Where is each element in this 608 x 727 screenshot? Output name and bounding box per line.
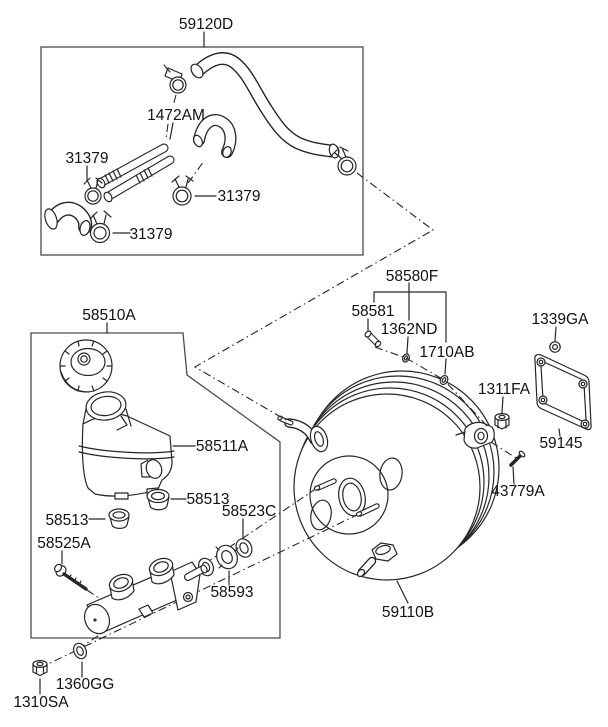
part-label-59145: 59145: [539, 435, 582, 452]
vacuum-hose-59120D-drawing: [190, 52, 340, 159]
part-label-58511A: 58511A: [196, 438, 249, 455]
part-label-59110B: 59110B: [382, 604, 434, 621]
clamp-spring-bottom: [89, 210, 112, 244]
reservoir-body-58511A-drawing: [78, 391, 175, 500]
part-label-58513-right: 58513: [186, 491, 229, 508]
clamp-spring-middle: [171, 175, 194, 206]
label-leader-lines: [39, 31, 561, 695]
booster-fork-bracket: [455, 421, 495, 449]
part-label-1311FA: 1311FA: [478, 381, 531, 398]
clamp-spring-left: [83, 177, 103, 205]
routing-leader-lines: [165, 94, 517, 459]
part-label-58525A: 58525A: [37, 535, 91, 552]
flange-nut-1310SA-drawing: [32, 659, 48, 677]
reservoir-bolt-58525A-drawing: [53, 563, 88, 591]
part-label-58513-left: 58513: [45, 512, 88, 529]
booster-face-circle: [309, 455, 389, 535]
master-cylinder: [83, 557, 208, 635]
part-label-1310SA: 1310SA: [13, 694, 69, 711]
mounting-plate-59145-drawing: [534, 353, 592, 431]
part-label-1362ND: 1362ND: [381, 321, 438, 338]
elbow-connector: [192, 114, 237, 158]
part-label-1710AB: 1710AB: [419, 344, 474, 361]
part-label-58580F: 58580F: [386, 268, 439, 285]
part-label-31379-bottom: 31379: [129, 226, 172, 243]
mounting-grommet-1339GA-drawing: [549, 341, 561, 353]
part-label-1339GA: 1339GA: [532, 311, 590, 328]
pipe-assembly: [96, 143, 175, 203]
grommet-58513-left-drawing: [108, 508, 130, 529]
brake-booster-59110B-drawing: [293, 370, 500, 581]
rod-ring-1362ND-drawing: [401, 353, 411, 363]
bracket-nut-1311FA-drawing: [494, 412, 510, 430]
clamp-spring-hose-end: [329, 146, 357, 176]
part-label-58593: 58593: [210, 584, 253, 601]
operating-rod-pin-58581-drawing: [364, 330, 382, 348]
reservoir-cap: [59, 339, 113, 393]
part-label-1472AM: 1472AM: [147, 107, 205, 124]
hose-assembly-group-box: [40, 46, 364, 256]
bracket-pin-43779A-drawing: [509, 450, 526, 467]
part-label-59120D: 59120D: [179, 16, 233, 33]
bent-hose: [44, 201, 93, 236]
part-label-31379-middle: 31379: [217, 188, 260, 205]
seal-ring-58523C-drawing: [235, 538, 253, 558]
part-label-58581: 58581: [351, 303, 394, 320]
part-label-1360GG: 1360GG: [56, 676, 115, 693]
booster-check-valve-boss: [356, 542, 398, 578]
booster-vacuum-hose: [277, 415, 329, 453]
plain-washer-1360GG-drawing: [72, 642, 88, 660]
reservoir-assembly-group-box: [30, 332, 281, 639]
clamp-worm-top: [163, 64, 187, 94]
grommet-58513-right-drawing: [146, 488, 170, 511]
part-label-58523C: 58523C: [222, 503, 276, 520]
part-label-58510A: 58510A: [82, 307, 136, 324]
part-label-31379-left: 31379: [65, 150, 108, 167]
part-number-labels: 59120D 1472AM 31379 31379 31379 58510A 5…: [13, 16, 589, 711]
booster-studs: [313, 478, 380, 517]
part-label-43779A: 43779A: [491, 483, 545, 500]
